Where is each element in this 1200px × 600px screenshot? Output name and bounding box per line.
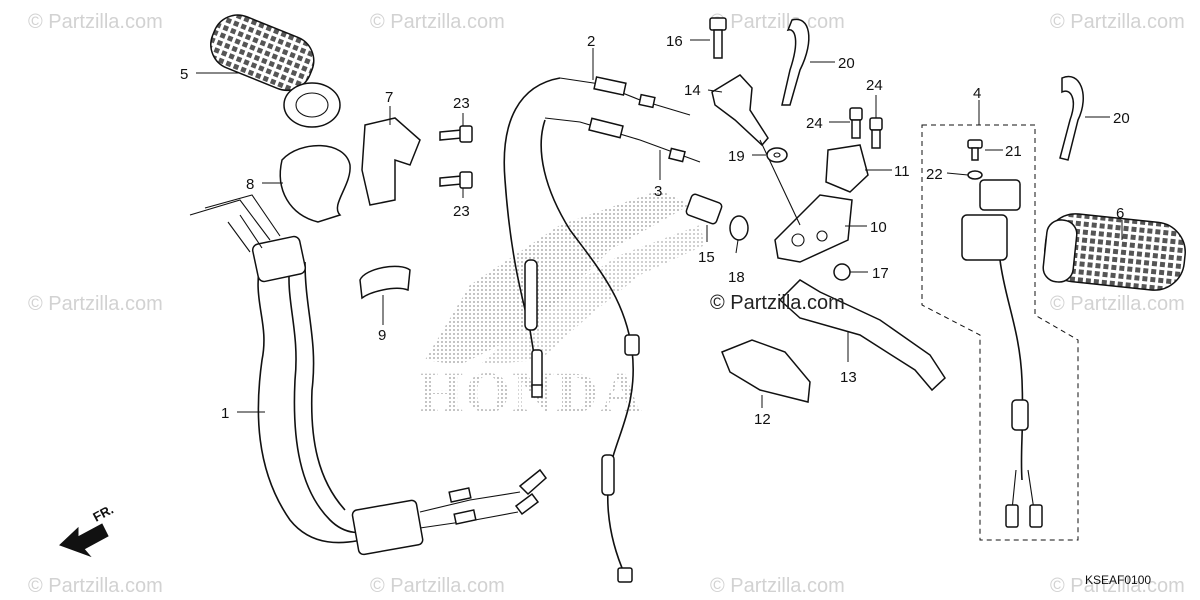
- callout-24: 24: [806, 115, 823, 132]
- part-24-bolts: [849, 107, 883, 149]
- watermark-text: © Partzilla.com: [1050, 293, 1185, 315]
- callout-15: 15: [698, 249, 715, 266]
- callout-8: 8: [246, 176, 254, 193]
- callout-23: 23: [453, 95, 470, 112]
- callout-22: 22: [926, 166, 943, 183]
- part-8-housing-cover: [279, 144, 351, 223]
- callout-20: 20: [1113, 110, 1130, 127]
- watermark-text: © Partzilla.com: [28, 293, 163, 315]
- watermark-text: © Partzilla.com: [28, 575, 163, 597]
- callout-18: 18: [728, 269, 745, 286]
- front-direction-label: FR.: [90, 502, 116, 525]
- watermark-layer: © Partzilla.com © Partzilla.com © Partzi…: [28, 11, 1185, 597]
- watermark-text: © Partzilla.com: [28, 11, 163, 33]
- part-15-adjuster: [685, 193, 723, 225]
- callout-12: 12: [754, 411, 771, 428]
- watermark-text: © Partzilla.com: [370, 11, 505, 33]
- part-17-nut: [833, 263, 851, 281]
- part-9-rubber-cap: [359, 265, 411, 300]
- callout-6: 6: [1116, 205, 1124, 222]
- part-5-throttle-grip: [210, 14, 341, 128]
- part-22-washer: [967, 170, 983, 180]
- part-18-lock-nut: [729, 215, 749, 241]
- part-6-left-grip: [1042, 213, 1186, 291]
- callout-21: 21: [1005, 143, 1022, 160]
- watermark-text: © Partzilla.com: [710, 11, 845, 33]
- callout-13: 13: [840, 369, 857, 386]
- callout-19: 19: [728, 148, 745, 165]
- callout-24: 24: [866, 77, 883, 94]
- honda-logo-mark: HONDA: [418, 190, 705, 425]
- part-19-washer: [766, 147, 788, 163]
- part-21-screw: [967, 139, 983, 161]
- part-1-throttle-cables: [189, 194, 548, 556]
- part-2-3-cables: [503, 76, 701, 583]
- callout-16: 16: [666, 33, 683, 50]
- callout-23: 23: [453, 203, 470, 220]
- callout-14: 14: [684, 82, 701, 99]
- callout-3: 3: [654, 183, 662, 200]
- callout-numbers: 1 2 3 4 5 6 7 8 9 10 11 12 13 14 15 16 1…: [180, 33, 1130, 428]
- part-16-bolt: [709, 17, 727, 59]
- brand-wordmark: HONDA: [418, 360, 644, 425]
- callout-20: 20: [838, 55, 855, 72]
- callout-1: 1: [221, 405, 229, 422]
- callout-17: 17: [872, 265, 889, 282]
- callout-2: 2: [587, 33, 595, 50]
- part-7-housing-upper: [361, 117, 421, 206]
- part-10-lever-bracket: [774, 194, 853, 263]
- watermark-text: © Partzilla.com: [1050, 11, 1185, 33]
- part-20-band: [781, 18, 1084, 161]
- callout-10: 10: [870, 219, 887, 236]
- part-12-hot-start-lever: [721, 339, 811, 403]
- callout-7: 7: [385, 89, 393, 106]
- center-watermark: © Partzilla.com: [710, 292, 845, 314]
- watermark-text: © Partzilla.com: [1050, 575, 1185, 597]
- watermark-text: © Partzilla.com: [710, 575, 845, 597]
- callout-4: 4: [973, 85, 981, 102]
- leader-lines: [196, 39, 1123, 413]
- front-direction-indicator: FR.: [59, 502, 116, 558]
- callout-5: 5: [180, 66, 188, 83]
- part-4-switch-assembly: [921, 124, 1079, 541]
- diagram-code: KSEAF0100: [1085, 573, 1151, 587]
- callout-9: 9: [378, 327, 386, 344]
- part-11-clamp: [825, 144, 869, 193]
- front-arrow-icon: [59, 523, 109, 558]
- callout-11: 11: [894, 163, 910, 180]
- watermark-text: © Partzilla.com: [370, 575, 505, 597]
- part-23-screws: [439, 125, 473, 189]
- part-13-clutch-lever: [778, 279, 946, 392]
